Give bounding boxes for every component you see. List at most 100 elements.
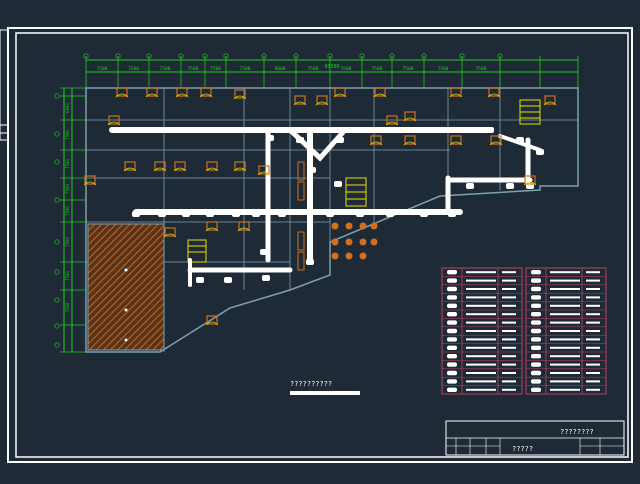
column-spacing-label: 7500	[128, 66, 139, 72]
legend-description	[550, 380, 580, 383]
equipment-unit	[124, 161, 136, 171]
axis-bubble	[327, 53, 333, 59]
equipment-unit	[524, 175, 536, 185]
equipment-unit	[488, 87, 500, 97]
legend-spec	[586, 330, 600, 332]
column-spacing-label: 7500	[476, 66, 487, 72]
duct-terminal	[356, 127, 364, 133]
duct-terminal	[464, 127, 472, 133]
equipment-unit	[116, 87, 128, 97]
exhaust-icon	[447, 362, 457, 367]
diffuser-arc	[403, 141, 417, 146]
equipment-units	[83, 87, 557, 326]
row-spacing-label: 7500	[65, 159, 70, 169]
legend-spec	[586, 271, 600, 274]
equipment-unit	[294, 95, 306, 105]
row-spacing-label: 6000	[65, 103, 70, 113]
diffuser-round-icon	[447, 278, 457, 283]
duct-terminal	[186, 127, 194, 133]
circle-marker-icon	[447, 370, 457, 376]
legend-spec	[502, 330, 516, 332]
axis-bubble	[293, 53, 299, 59]
column-spacing-label: 7500	[210, 66, 221, 72]
equipment-unit	[206, 161, 218, 171]
legend-spec	[502, 363, 516, 366]
legend-description	[550, 271, 580, 274]
duct-terminal	[306, 259, 314, 265]
equipment-unit	[334, 87, 346, 97]
caption-underline	[290, 391, 360, 395]
riser-unit	[297, 161, 305, 181]
diffuser-arc	[369, 141, 383, 146]
duct-terminal	[506, 183, 514, 189]
diffuser-arc	[257, 171, 271, 176]
diffuser-arc	[237, 227, 251, 232]
note-mark-icon	[531, 370, 541, 376]
duct-terminal	[260, 249, 268, 255]
legend-description	[466, 271, 496, 274]
legend-description	[550, 279, 580, 282]
axis-bubble	[497, 53, 503, 59]
column-spacing-label: 7500	[240, 66, 251, 72]
legend-spec	[586, 279, 600, 282]
seat-marker	[359, 222, 367, 230]
diffuser-arc	[233, 95, 247, 100]
legend-description	[466, 330, 496, 332]
note-mark-icon	[531, 379, 541, 384]
diffuser-arc	[205, 167, 219, 172]
diffuser-arc	[293, 101, 307, 106]
duct-terminal	[132, 211, 140, 217]
overall-dimension-label: 99500	[324, 64, 339, 70]
title-stamp: ?????	[512, 445, 533, 453]
riser-unit	[297, 251, 305, 271]
fan-coil-icon	[531, 328, 541, 334]
row-spacing-label: 7500	[65, 206, 70, 216]
thermostat-icon	[447, 345, 457, 350]
duct-terminal	[142, 127, 150, 133]
column-marker	[124, 268, 128, 272]
valve-icon	[447, 303, 457, 308]
legend-description	[466, 380, 496, 383]
duct-terminal	[182, 211, 190, 217]
duct-terminal	[262, 275, 270, 281]
seat-marker	[345, 252, 353, 260]
axis-bubble	[459, 53, 465, 59]
seat-marker	[345, 238, 353, 246]
seat-marker	[331, 252, 339, 260]
axis-bubble	[421, 53, 427, 59]
diffuser-arc	[173, 167, 187, 172]
riser-unit	[297, 181, 305, 201]
equipment-unit	[386, 115, 398, 125]
column-spacing-label: 7500	[341, 66, 352, 72]
equipment-unit	[206, 315, 218, 325]
legend-spec	[586, 321, 600, 324]
hatched-floor-area	[87, 223, 165, 351]
legend-spec	[586, 380, 600, 383]
legend-spec	[586, 346, 600, 349]
seat-marker	[359, 252, 367, 260]
duct-terminal	[536, 149, 544, 155]
equipment-unit	[200, 87, 212, 97]
duct-terminal	[196, 277, 204, 283]
axis-bubble	[54, 297, 60, 303]
drawing-title: ????????	[560, 428, 594, 436]
diffuser-arc	[107, 121, 121, 126]
legend-description	[550, 388, 580, 391]
axis-bubble	[261, 53, 267, 59]
equipment-unit	[154, 161, 166, 171]
equipment-unit	[370, 135, 382, 145]
diffuser-arc	[403, 117, 417, 122]
legend-spec	[586, 304, 600, 307]
circle-marker-icon	[447, 379, 457, 384]
duct-terminal	[336, 137, 344, 143]
diffuser-arc	[145, 93, 159, 98]
diffuser-square-icon	[531, 270, 541, 275]
legend-spec	[586, 388, 600, 391]
equipment-unit	[374, 87, 386, 97]
sensor-icon	[447, 354, 457, 359]
axis-bubble	[54, 323, 60, 329]
